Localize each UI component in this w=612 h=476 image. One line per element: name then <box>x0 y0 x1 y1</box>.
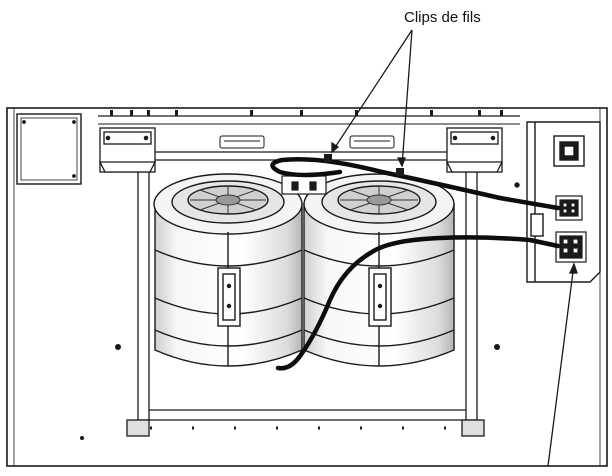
cables <box>270 156 561 371</box>
top-vents <box>219 135 395 149</box>
right-fan-bracket <box>445 127 504 173</box>
inner-frame <box>126 151 485 437</box>
wire-connector-lower <box>555 231 587 263</box>
fan-grille-right <box>340 186 418 214</box>
cable-upper <box>270 156 561 211</box>
blower-fan-right <box>303 173 455 367</box>
left-fan-bracket <box>98 127 157 173</box>
wire-clips-label: Clips de fils <box>404 9 481 26</box>
center-motor-mount <box>281 175 327 195</box>
cable-lower <box>275 235 561 371</box>
left-mounting-plate <box>16 113 82 185</box>
frame-bolts <box>80 344 500 440</box>
wire-clips <box>324 154 404 176</box>
power-inlet-icon <box>553 135 585 167</box>
fan-grille-left <box>190 186 266 214</box>
top-rail-bolts <box>110 110 503 116</box>
blower-fan-left <box>153 173 303 367</box>
callout-leaders <box>331 29 578 467</box>
